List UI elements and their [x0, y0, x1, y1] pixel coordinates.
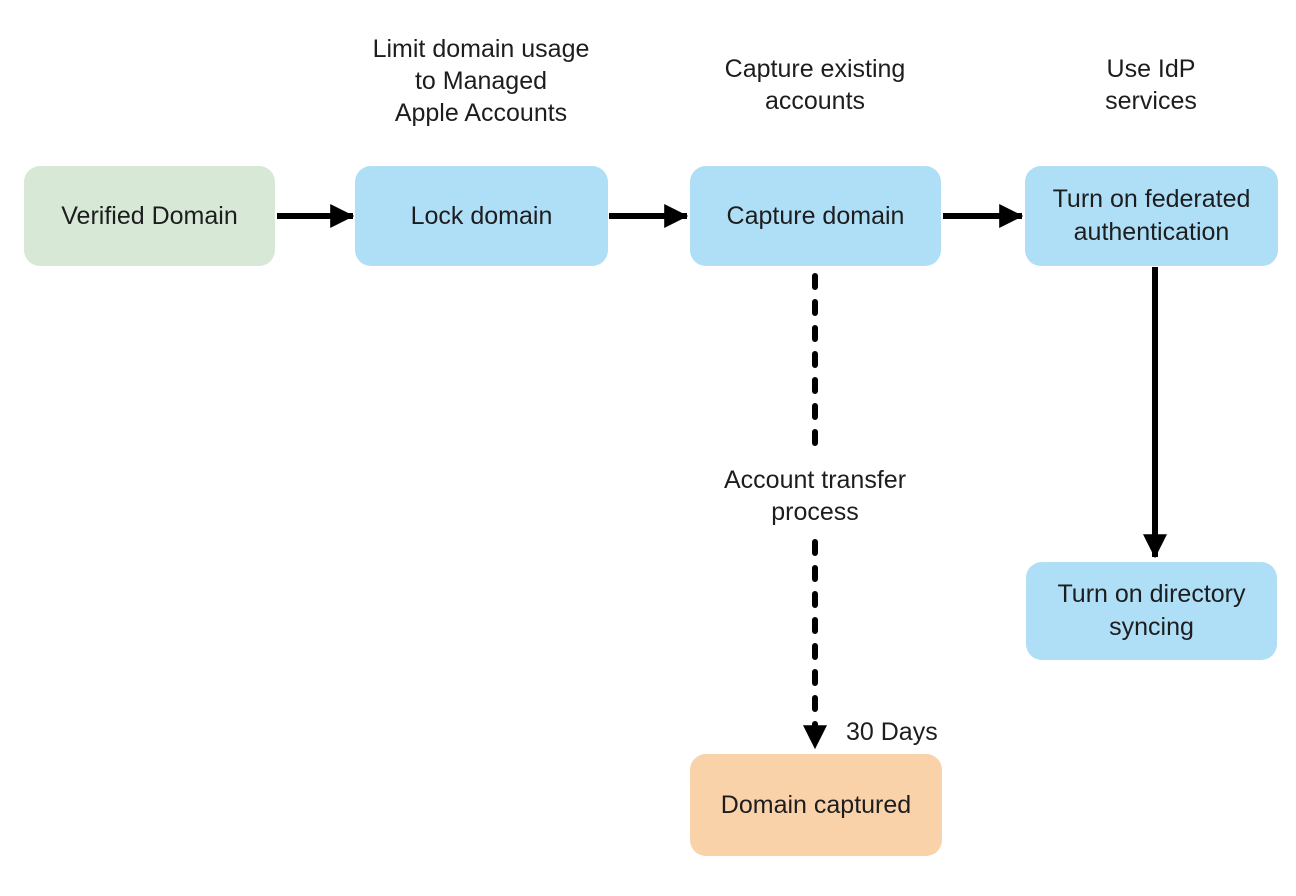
- node-turn-on-directory-syncing: Turn on directory syncing: [1026, 562, 1277, 660]
- node-turn-on-federated-authentication-label: Turn on federated authentication: [1052, 185, 1251, 246]
- node-verified-domain-label: Verified Domain: [61, 201, 238, 230]
- node-capture-domain-label: Capture domain: [726, 201, 905, 230]
- node-lock-domain: Lock domain: [355, 166, 608, 266]
- node-domain-captured: Domain captured: [690, 754, 942, 856]
- annotation-account-transfer-process: Account transfer process: [723, 466, 907, 526]
- node-domain-captured-label: Domain captured: [720, 790, 912, 819]
- annotation-limit-domain-usage: Limit domain usage to Managed Apple Acco…: [372, 35, 590, 127]
- node-turn-on-federated-authentication: Turn on federated authentication: [1025, 166, 1278, 266]
- annotation-use-idp-services: Use IdP services: [1105, 55, 1197, 115]
- node-capture-domain: Capture domain: [690, 166, 941, 266]
- node-turn-on-directory-syncing-label: Turn on directory syncing: [1057, 580, 1246, 641]
- node-lock-domain-label: Lock domain: [410, 201, 553, 230]
- annotation-capture-existing-accounts: Capture existing accounts: [724, 55, 906, 115]
- annotation-thirty-days: 30 Days: [846, 718, 938, 746]
- node-verified-domain: Verified Domain: [24, 166, 275, 266]
